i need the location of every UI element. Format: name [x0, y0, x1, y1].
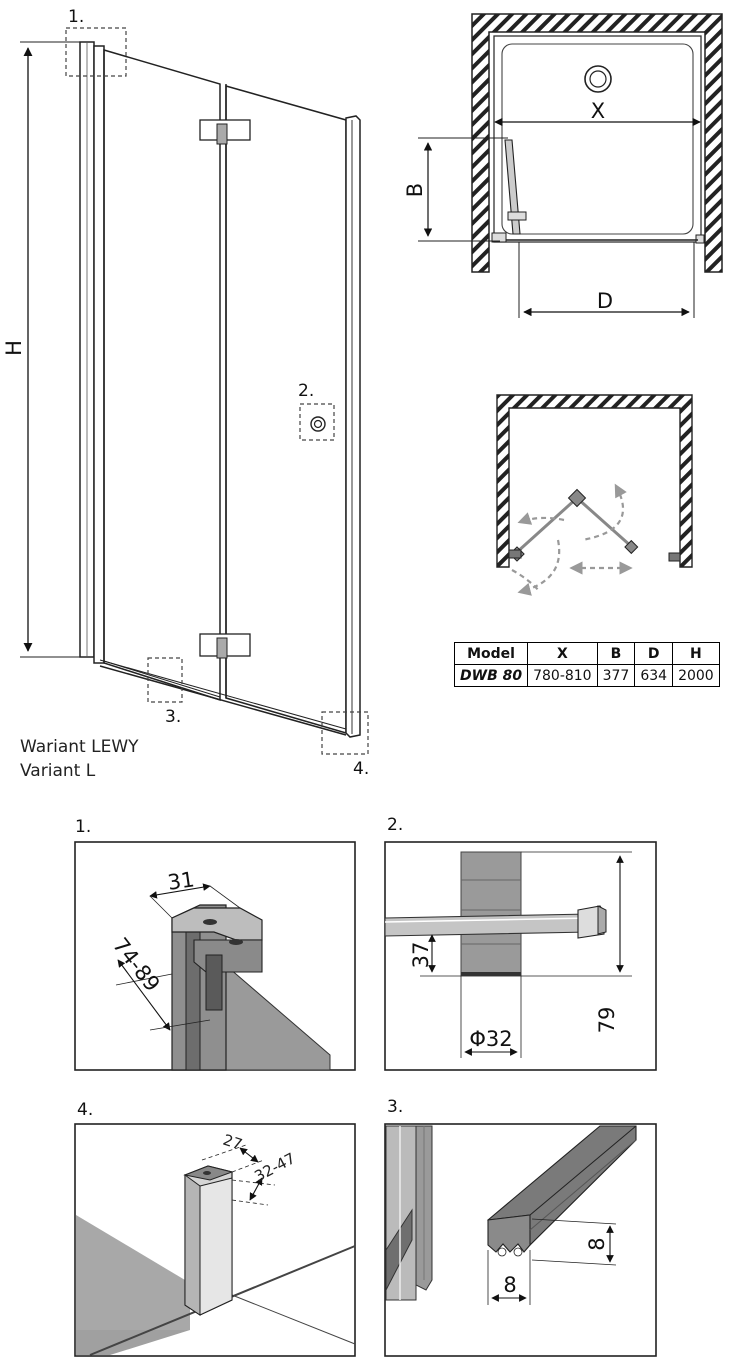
spec-cell-d: 634 [634, 664, 674, 687]
swing-arrow-1 [581, 483, 627, 542]
spec-table: Model X B D H DWB 80 780-810 377 634 200… [453, 642, 720, 687]
spec-cell-model: DWB 80 [453, 664, 529, 687]
detail-2-height-large: 79 [595, 1007, 619, 1034]
spec-header-b: B [596, 642, 636, 665]
detail-3-width-label: 8 [503, 1273, 516, 1297]
spec-cell-x: 780-810 [527, 664, 598, 687]
callout-label-1: 1. [68, 7, 84, 27]
callout-box-4 [321, 711, 369, 755]
door-elevation [20, 27, 369, 755]
hinge-top [199, 119, 251, 145]
detail-2-height-small: 37 [409, 942, 433, 969]
detail-3-title: 3. [387, 1097, 403, 1117]
opening-scheme [496, 394, 693, 596]
hinge-marker [567, 488, 587, 508]
detail-4 [74, 1123, 356, 1357]
detail-2-diameter: Φ32 [469, 1027, 512, 1051]
callout-box-1 [65, 27, 127, 77]
spec-cell-h: 2000 [672, 664, 720, 687]
door-panel-inner [103, 48, 221, 702]
callout-box-3 [147, 657, 183, 703]
detail-1-width-label: 31 [166, 867, 196, 894]
closing-profile [345, 115, 361, 738]
callout-label-2: 2. [298, 381, 314, 401]
detail-4-title: 4. [77, 1100, 93, 1120]
knob-body [460, 851, 522, 977]
dimension-d-label: D [597, 289, 613, 313]
callout-box-2 [299, 403, 335, 441]
callout-label-4: 4. [353, 759, 369, 779]
detail-2 [384, 841, 657, 1071]
spec-cell-b: 377 [596, 664, 636, 687]
plan-walls [471, 13, 723, 273]
spec-header-d: D [634, 642, 674, 665]
callout-label-3: 3. [165, 707, 181, 727]
dimension-x-label: X [591, 99, 605, 123]
detail-1 [74, 841, 356, 1071]
variant-caption: Wariant LEWY Variant L [20, 735, 139, 783]
plan-view [418, 13, 723, 318]
detail-1-title: 1. [75, 817, 91, 837]
detail-3 [384, 1123, 657, 1357]
detail-4-width-label: 27 [221, 1131, 245, 1154]
dimension-b-label: B [403, 183, 427, 197]
swing-arrow-3 [517, 512, 565, 525]
hinge-bottom [199, 633, 251, 659]
folded-door [504, 139, 521, 235]
scheme-walls [496, 394, 693, 568]
variant-line-2: Variant L [20, 761, 96, 781]
door-knob [310, 416, 326, 432]
spec-header-model: Model [453, 642, 529, 665]
dimension-h-label: H [2, 340, 26, 356]
spec-header-h: H [672, 642, 720, 665]
detail-2-title: 2. [387, 815, 403, 835]
variant-line-1: Wariant LEWY [20, 737, 139, 757]
swing-arrow-2 [517, 539, 561, 596]
spec-header-x: X [527, 642, 598, 665]
table-row: DWB 80 780-810 377 634 2000 [453, 664, 720, 687]
detail-3-height-label: 8 [585, 1237, 609, 1250]
spec-table-header-row: Model X B D H [453, 642, 720, 665]
